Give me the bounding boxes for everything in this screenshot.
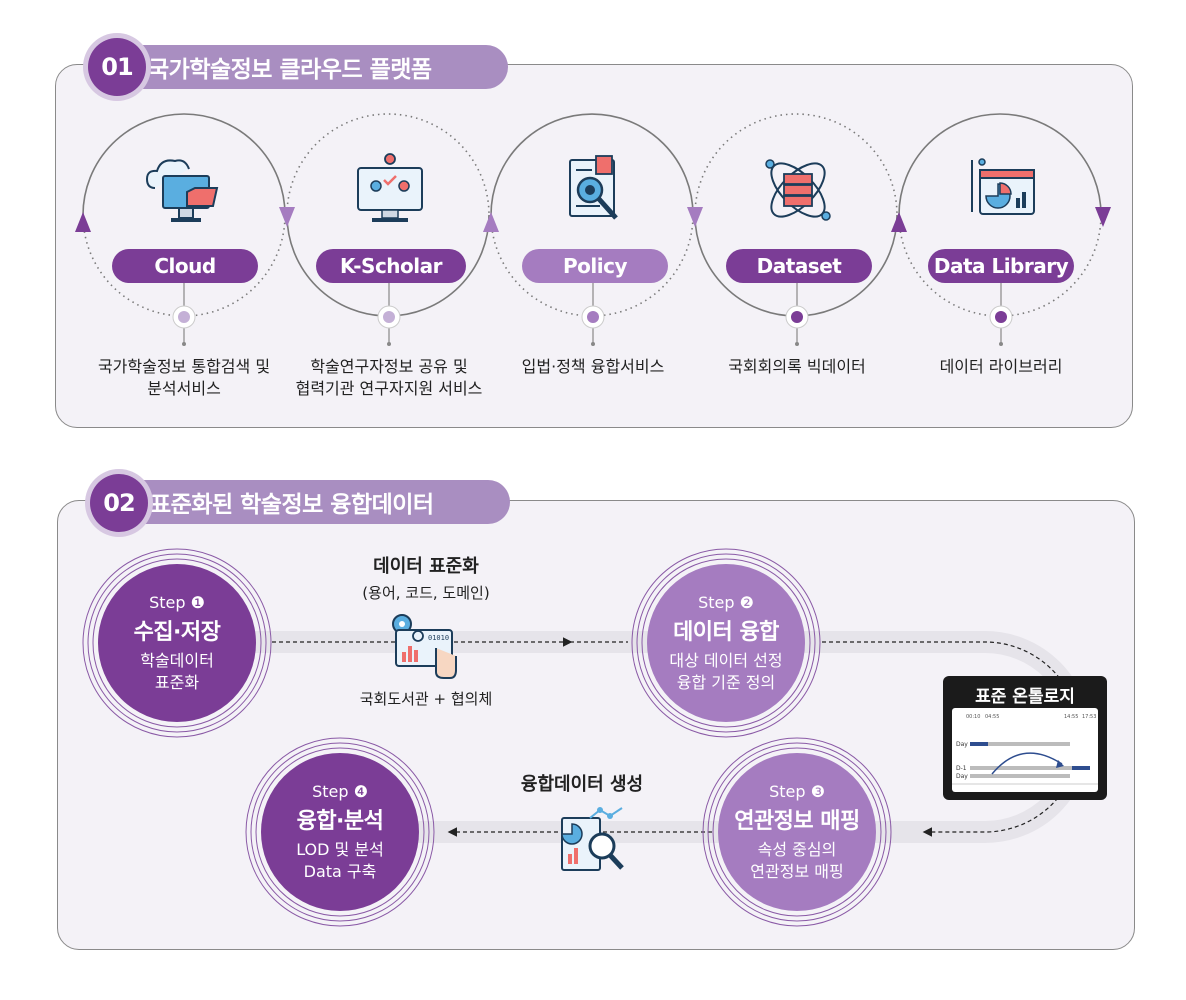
- arrow-up-3: [483, 212, 499, 232]
- team-network-icon: [357, 153, 423, 222]
- tick-1: 00:10: [966, 714, 980, 720]
- pill-cloud[interactable]: Cloud: [112, 249, 258, 283]
- arrow-down-4: [687, 207, 703, 227]
- row-label-1: Day: [956, 741, 968, 748]
- arrow-up-5: [891, 212, 907, 232]
- timeline-graphic: 00:10 04:55 14:55 17:53 Day D-1 Day: [952, 714, 1098, 785]
- step-4-circle: Step ❹ 융합·분석 LOD 및 분석 Data 구축: [261, 753, 419, 911]
- section1-number: 01: [88, 38, 146, 96]
- step-4-label: Step ❹: [312, 781, 368, 801]
- data-library-chart-icon: [971, 158, 1035, 215]
- step-2-title: 데이터 융합: [673, 619, 779, 645]
- pill-policy[interactable]: Policy: [522, 249, 668, 283]
- step-1-label: Step ❶: [149, 592, 205, 612]
- arrow-down-2: [279, 207, 295, 227]
- step-3-circle: Step ❸ 연관정보 매핑 속성 중심의 연관정보 매핑: [718, 753, 876, 911]
- desc-policy: 입법·정책 융합서비스: [521, 357, 665, 376]
- step-1-circle: Step ❶ 수집·저장 학술데이터 표준화: [98, 564, 256, 722]
- step-3-label: Step ❸: [769, 781, 825, 801]
- pill-data-library[interactable]: Data Library: [928, 249, 1074, 283]
- document-search-icon: [569, 155, 618, 220]
- step-4-title: 융합·분석: [296, 808, 384, 834]
- row-label-3: Day: [956, 773, 968, 780]
- row-label-2: D-1: [956, 765, 967, 772]
- standardize-subtitle: (용어, 코드, 도메인): [362, 584, 490, 602]
- tick-3: 14:55: [1064, 714, 1078, 720]
- pill-dataset[interactable]: Dataset: [726, 249, 872, 283]
- arc-top-1: [82, 113, 286, 216]
- step-2-label: Step ❷: [698, 592, 754, 612]
- section2-title: 표준화된 학술정보 융합데이터: [120, 480, 510, 524]
- database-orbit-icon: [765, 159, 831, 221]
- cloud-monitor-icon: [145, 159, 219, 222]
- settings-dashboard-icon: 01010: [392, 614, 457, 679]
- step-2-circle: Step ❷ 데이터 융합 대상 데이터 선정 융합 기준 정의: [647, 564, 805, 722]
- analytics-search-icon: [561, 807, 624, 871]
- step-3-title: 연관정보 매핑: [734, 808, 860, 834]
- arrow-down-6: [1095, 207, 1111, 227]
- tick-2: 04:55: [985, 714, 999, 720]
- fusion-gen-title: 융합데이터 생성: [520, 774, 644, 795]
- desc-data-library: 데이터 라이브러리: [939, 357, 1063, 376]
- svg-text:01010: 01010: [428, 634, 449, 642]
- section1-title: 국가학술정보 클라우드 플랫폼: [118, 45, 508, 89]
- ontology-box: 표준 온톨로지 00:10 04:55 14:55 17:53 Day D-1 …: [943, 676, 1107, 800]
- desc-dataset: 국회회의록 빅데이터: [728, 357, 866, 376]
- ontology-timeline: 00:10 04:55 14:55 17:53 Day D-1 Day: [952, 708, 1098, 792]
- standardize-caption: 국회도서관 + 협의체: [359, 690, 493, 708]
- standardize-block: 데이터 표준화 (용어, 코드, 도메인): [320, 552, 532, 603]
- arrow-up-1: [75, 212, 91, 232]
- standardize-title: 데이터 표준화: [373, 556, 479, 577]
- arc-top-5: [898, 113, 1102, 216]
- arc-top-3: [490, 113, 694, 216]
- tick-4: 17:53: [1082, 714, 1096, 720]
- section2-number: 02: [90, 474, 148, 532]
- step-1-title: 수집·저장: [133, 619, 221, 645]
- ontology-title: 표준 온톨로지: [975, 687, 1075, 707]
- pill-k-scholar[interactable]: K-Scholar: [316, 249, 466, 283]
